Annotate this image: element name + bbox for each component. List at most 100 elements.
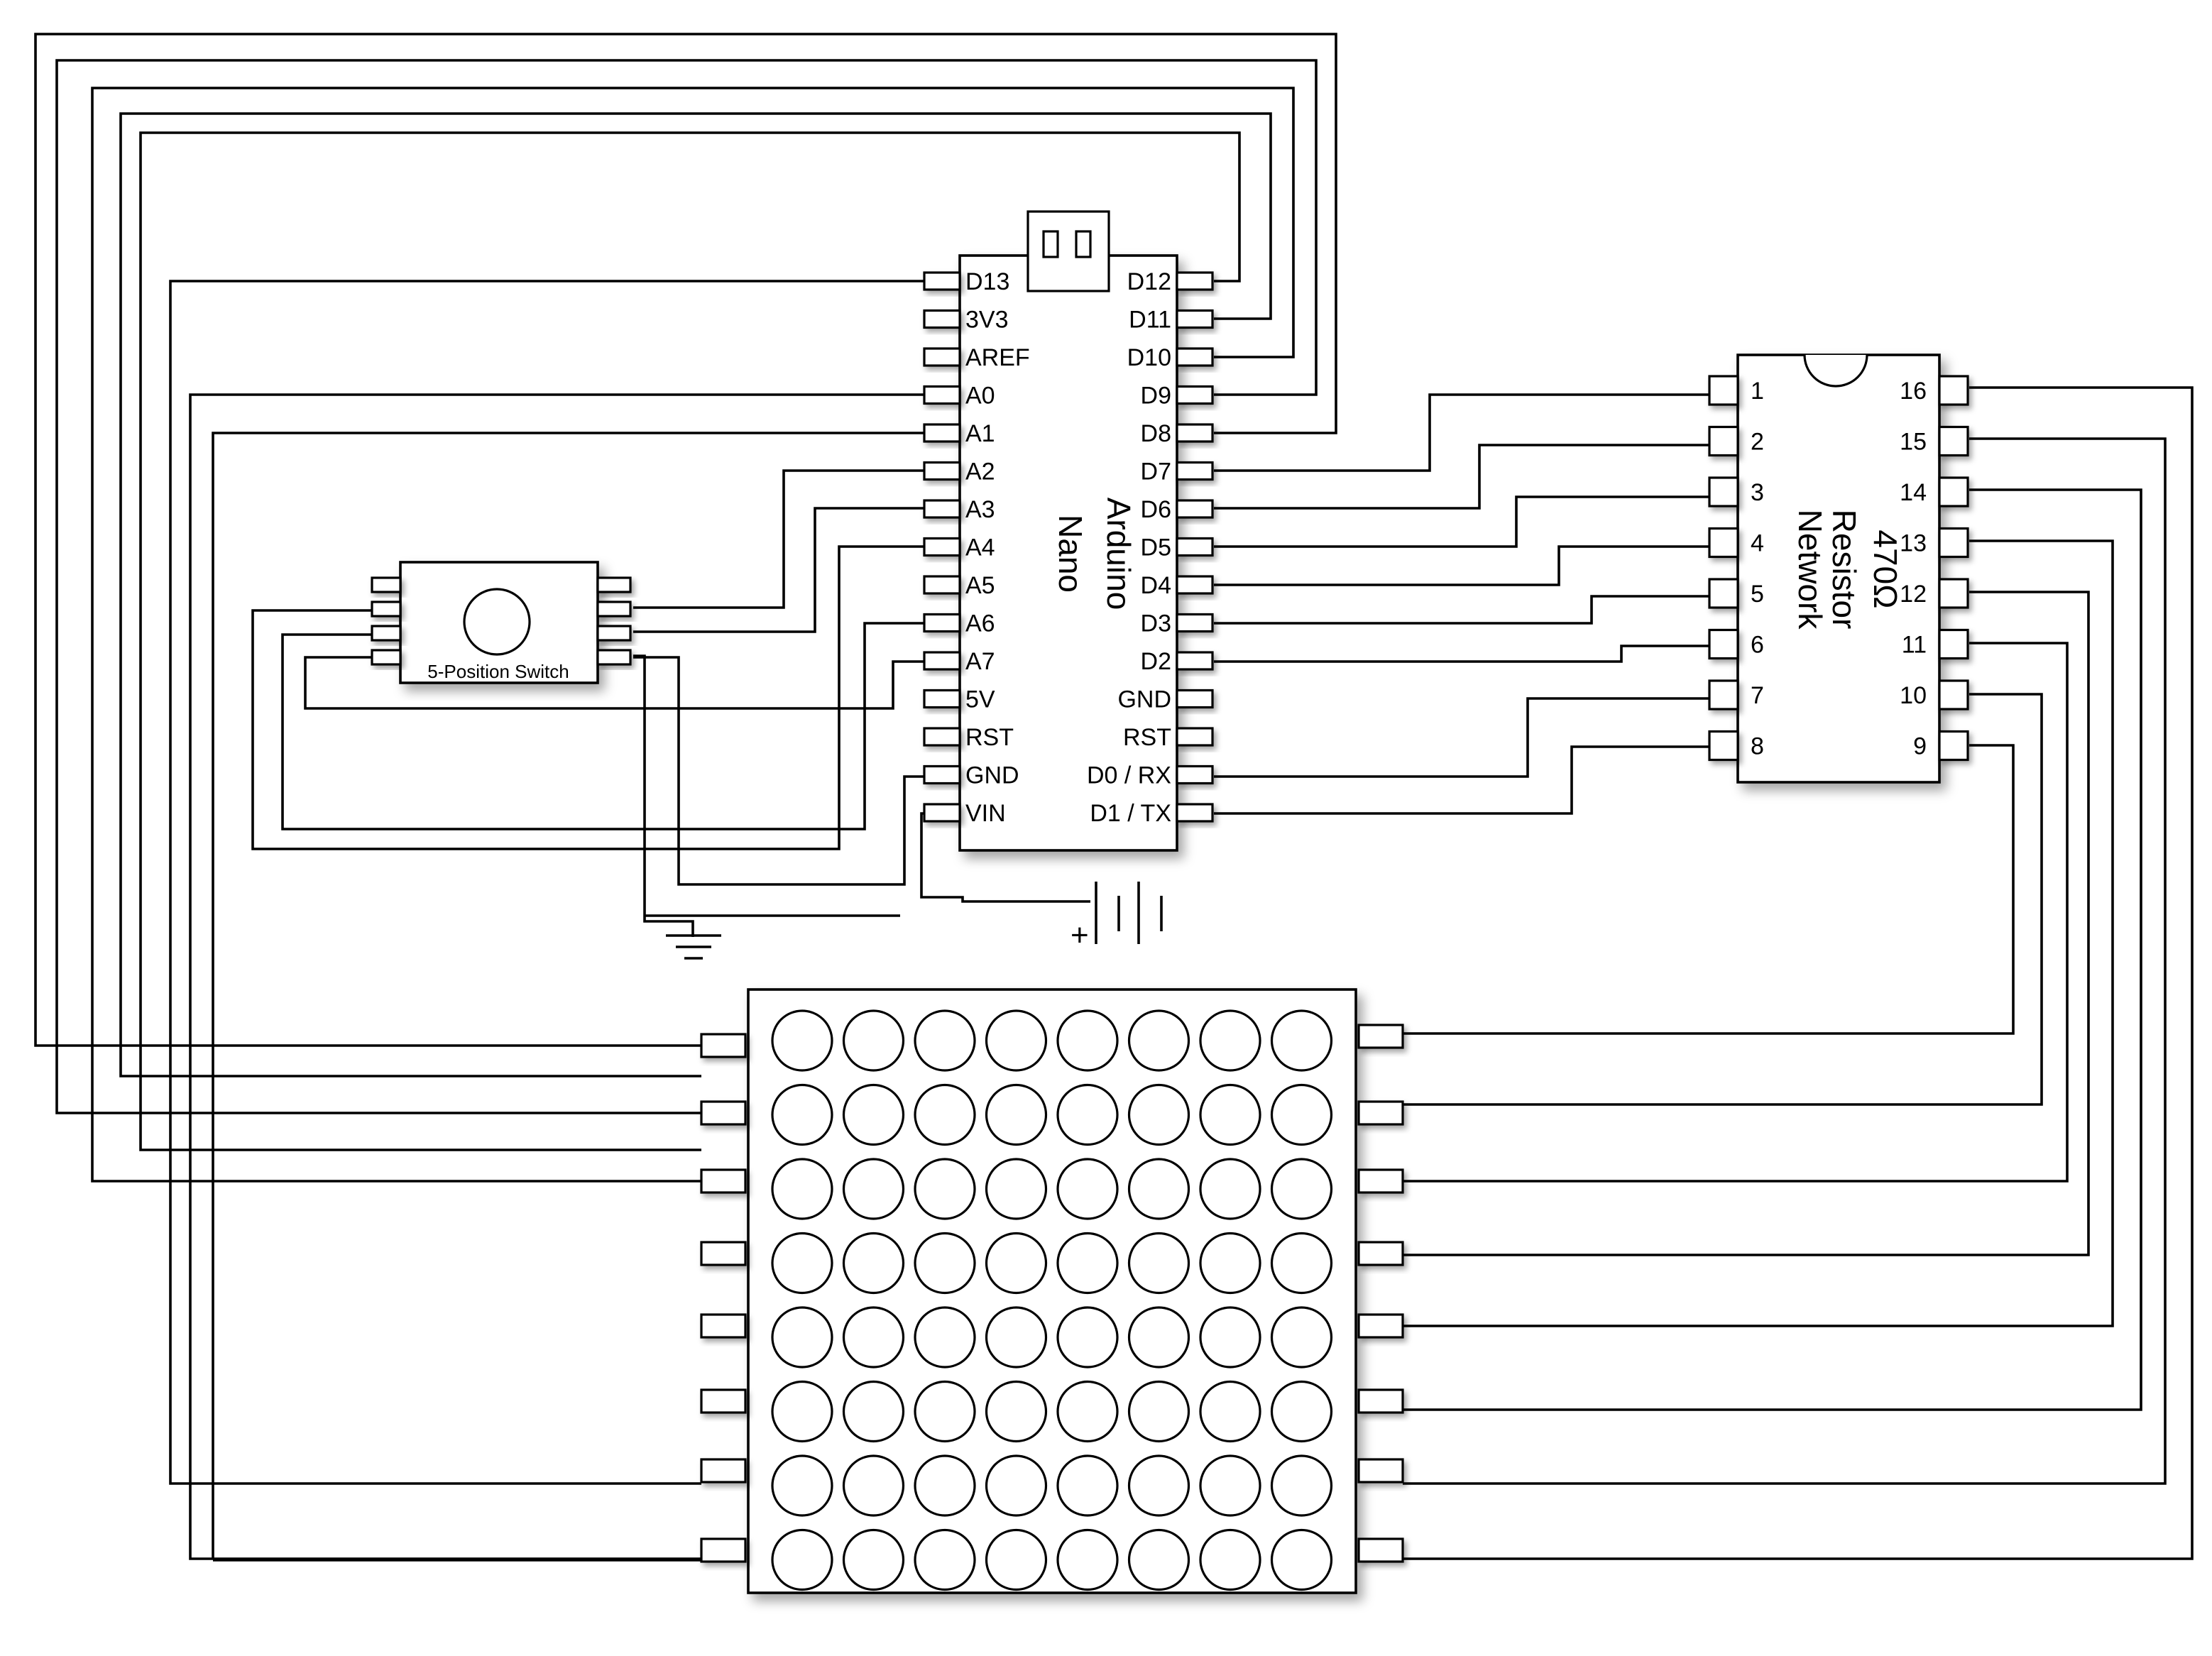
arduino-title-line1: Arduino	[1100, 498, 1137, 610]
led-matrix-pin-left-8	[700, 1537, 747, 1563]
wire-sw-r2	[633, 507, 924, 633]
resistor-network-pin-label-4: 4	[1751, 530, 1764, 557]
resistor-network-pin-9	[1938, 730, 1969, 762]
led-r6-c8	[1270, 1380, 1333, 1443]
led-r4-c7	[1199, 1232, 1261, 1295]
led-matrix-pin-left-1	[700, 1033, 747, 1058]
led-r1-c7	[1199, 1009, 1261, 1072]
arduino-pin-a0-left	[923, 385, 961, 405]
resistor-network-pin-label-14: 14	[1900, 479, 1927, 506]
wire-d2	[1214, 645, 1711, 663]
arduino-pin-a7-left	[923, 651, 961, 671]
arduino-pin-rst-left	[923, 727, 961, 747]
led-r5-c8	[1270, 1306, 1333, 1369]
arduino-pin-label-d10-right: D10	[1127, 344, 1171, 371]
led-r5-c5	[1056, 1306, 1119, 1369]
resistor-network-title-line3: Network	[1792, 510, 1829, 630]
arduino-pin-label-a4-left: A4	[965, 534, 995, 561]
led-matrix-pin-right-4	[1357, 1241, 1404, 1266]
led-r5-c1	[771, 1306, 833, 1369]
resistor-network-pin-3	[1708, 476, 1739, 508]
arduino-pin-label-a3-left: A3	[965, 496, 995, 523]
arduino-pin-label-d4-right: D4	[1141, 572, 1171, 599]
led-matrix-pin-left-4	[700, 1241, 747, 1266]
switch-pins	[371, 576, 632, 666]
arduino-pin-label-a1-left: A1	[965, 420, 995, 447]
resistor-network-pin-16	[1938, 375, 1969, 406]
led-matrix-pin-left-7	[700, 1458, 747, 1484]
led-matrix-pin-right-6	[1357, 1388, 1404, 1414]
wire-vin	[920, 812, 1090, 903]
wire-d6	[1214, 444, 1711, 510]
wire-r12	[1403, 591, 2090, 1256]
switch-pin-right-1	[596, 576, 632, 593]
led-matrix-pin-right-3	[1357, 1168, 1404, 1194]
arduino-pin-gnd-left	[923, 764, 961, 785]
switch-pin-right-3	[596, 625, 632, 642]
switch-pin-left-2	[371, 601, 402, 618]
led-r2-c7	[1199, 1083, 1261, 1146]
wire-sw-l3	[304, 656, 924, 710]
led-r2-c6	[1127, 1083, 1190, 1146]
led-r1-c6	[1127, 1009, 1190, 1072]
arduino-pin-label-gnd-right: GND	[1117, 686, 1171, 713]
wire-d3	[1214, 595, 1711, 625]
wire-a0	[189, 393, 924, 1560]
arduino-pin-label-gnd-left: GND	[965, 762, 1019, 789]
led-r5-c6	[1127, 1306, 1190, 1369]
arduino-pin-label-a7-left: A7	[965, 648, 995, 675]
wire-d13	[169, 280, 924, 1485]
wire-d11	[119, 112, 1272, 1078]
wire-d1	[1214, 745, 1711, 815]
arduino-pin-label-d3-right: D3	[1141, 610, 1171, 637]
led-r8-c1	[771, 1528, 833, 1591]
wire-d4	[1214, 545, 1711, 586]
wire-d0	[1214, 697, 1711, 778]
resistor-network-pin-label-6: 6	[1751, 632, 1764, 659]
wire-sw-r4	[633, 654, 900, 937]
resistor-network-pin-label-2: 2	[1751, 429, 1764, 456]
resistor-network-pin-label-16: 16	[1900, 378, 1927, 405]
arduino-pin-label-a6-left: A6	[965, 610, 995, 637]
arduino-pin-a1-left	[923, 423, 961, 443]
resistor-network-pin-label-7: 7	[1751, 682, 1764, 709]
arduino-pin-a6-left	[923, 613, 961, 633]
arduino-pin-d5-right	[1176, 537, 1214, 557]
led-r1-c2	[842, 1009, 905, 1072]
wire-d5	[1214, 495, 1711, 548]
wire-d8	[34, 33, 1337, 1047]
resistor-network-notch	[1803, 354, 1868, 388]
wire-r10	[1403, 693, 2043, 1106]
resistor-network-pin-8	[1708, 730, 1739, 762]
arduino-pin-a4-left	[923, 537, 961, 557]
wire-sw-r1	[633, 469, 924, 609]
led-r5-c2	[842, 1306, 905, 1369]
arduino-pin-d10-right	[1176, 347, 1214, 367]
arduino-pin-d1-tx-right	[1176, 803, 1214, 823]
resistor-network-pin-6	[1708, 628, 1739, 660]
arduino-pin-label-3v3-left: 3V3	[965, 307, 1009, 334]
wire-r16	[1403, 386, 2194, 1560]
arduino-pin-d3-right	[1176, 613, 1214, 633]
led-matrix-pin-left-5	[700, 1313, 747, 1339]
led-r4-c8	[1270, 1232, 1333, 1295]
resistor-network-pin-label-5: 5	[1751, 581, 1764, 608]
arduino-pin-label-rst-left: RST	[965, 724, 1014, 751]
led-r7-c2	[842, 1454, 905, 1517]
resistor-network-pin-12	[1938, 578, 1969, 609]
arduino-pin-label-d6-right: D6	[1141, 496, 1171, 523]
led-r3-c4	[985, 1158, 1048, 1220]
led-r1-c1	[771, 1009, 833, 1072]
arduino-pin-d6-right	[1176, 499, 1214, 519]
led-matrix-pin-left-6	[700, 1388, 747, 1414]
led-matrix-pin-right-5	[1357, 1313, 1404, 1339]
led-matrix-right-pins	[1357, 1024, 1404, 1563]
arduino-title-line2: Nano	[1052, 515, 1089, 593]
arduino-pin-d7-right	[1176, 461, 1214, 481]
led-r3-c2	[842, 1158, 905, 1220]
arduino-pin-label-d11-right: D11	[1129, 307, 1171, 334]
led-r7-c4	[985, 1454, 1048, 1517]
arduino-pin-d13-left	[923, 271, 961, 291]
led-r6-c2	[842, 1380, 905, 1443]
switch-knob	[463, 588, 531, 656]
